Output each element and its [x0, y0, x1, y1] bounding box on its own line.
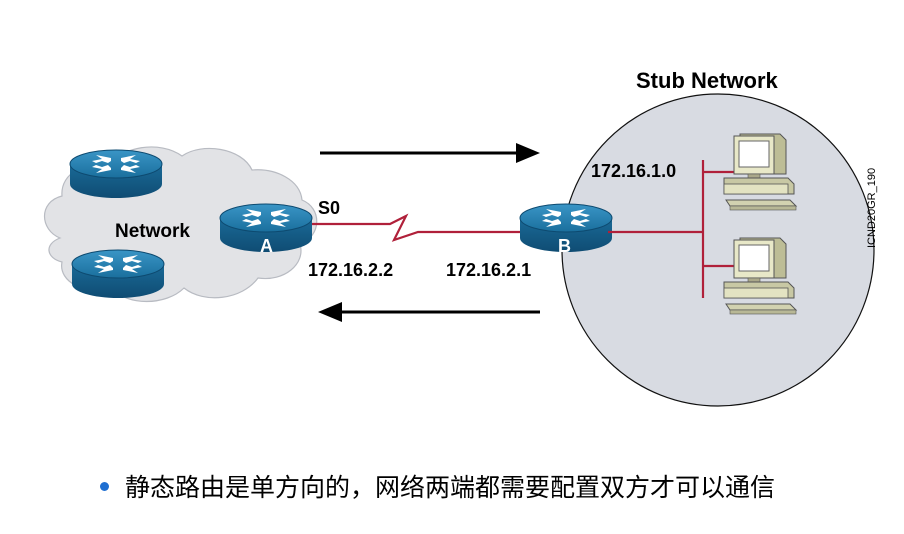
router-a-label: A	[260, 236, 273, 256]
cloud-router-bottom	[71, 249, 165, 299]
figure-id: ICND20GR_190	[866, 167, 878, 248]
stub-subnet-label: 172.16.1.0	[591, 161, 677, 181]
ip-address-b: 172.16.2.1	[446, 260, 532, 280]
serial-link	[312, 213, 526, 242]
interface-label: S0	[318, 198, 341, 218]
bullet-dot-icon	[100, 481, 109, 491]
arrow-left	[318, 302, 540, 322]
arrow-right	[320, 143, 540, 163]
network-label: Network	[115, 221, 190, 242]
bullet-item: 静态路由是单方向的，网络两端都需要配置双方才可以通信	[100, 468, 775, 504]
stub-network-area	[561, 93, 875, 407]
bullet-text: 静态路由是单方向的，网络两端都需要配置双方才可以通信	[125, 473, 776, 502]
cloud-router-top	[69, 149, 163, 199]
ip-address-a: 172.16.2.2	[308, 260, 394, 280]
stub-network-title: Stub Network	[636, 68, 778, 93]
router-b-label: B	[558, 236, 571, 256]
